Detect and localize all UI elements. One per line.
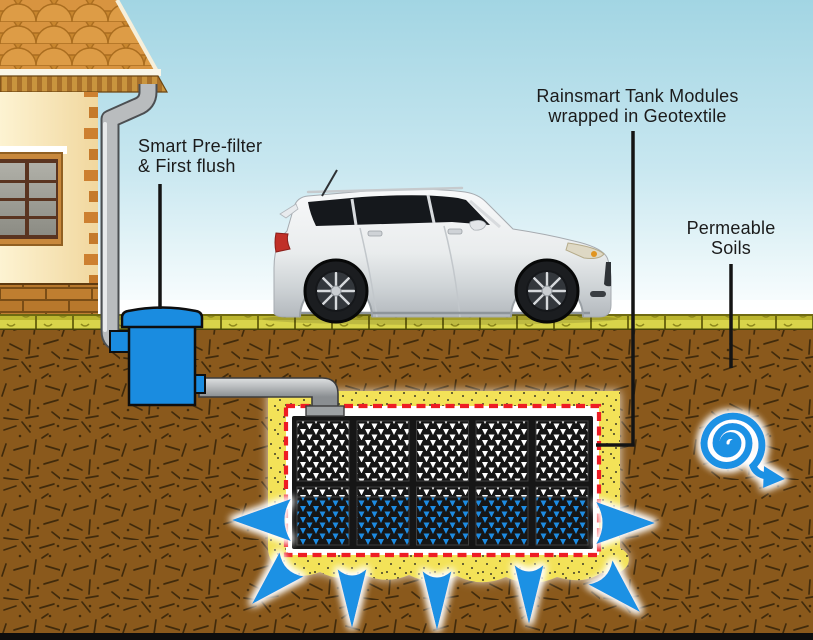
module-cell-water [475,486,529,546]
car-spoiler [279,203,299,219]
permeable-soils-label-line2: Soils [710,238,751,258]
prefilter-label-line1: Smart Pre-filter [138,136,263,156]
module-cell [475,420,529,482]
tank-modules [292,416,593,549]
car-door-handle [447,228,463,235]
foundation-shadow [0,283,98,285]
prefilter-tank [109,306,206,407]
roof [0,0,158,74]
bottom-border [0,633,813,640]
module-cell-water [535,486,589,546]
car-windows [308,195,490,226]
car-taillight [274,232,291,253]
pointer-lines [158,131,733,447]
modules-pointer-line [596,131,635,447]
module-row-top [296,420,589,482]
car-front-wheel [514,258,580,324]
car-antenna [321,169,338,197]
outlet-pipe [198,377,345,417]
module-row-bottom [296,486,589,546]
tank-lid [120,306,204,329]
car-roof-rails [306,186,464,194]
module-cell [356,420,410,482]
module-cell [416,420,469,482]
car-door-handle [367,230,383,237]
fascia [0,75,169,93]
window [0,152,63,246]
prefilter-label-line2: & First flush [138,156,236,176]
module-cell [296,420,350,482]
eave-trim [0,69,161,76]
car [262,169,618,325]
module-cell-water [356,486,410,546]
tank-body [127,323,197,407]
tank-modules-label-line1: Rainsmart Tank Modules [536,86,739,106]
module-cell-water [296,486,350,546]
roof-edge-trim [115,0,161,76]
tank-modules-label-line2: wrapped in Geotextile [548,106,727,126]
spiral-arrow-icon [700,412,785,488]
permeable-soils-label: Permeable Soils [672,218,790,258]
prefilter-label: Smart Pre-filter & First flush [138,136,262,176]
module-cell [535,420,589,482]
car-grille [604,262,611,287]
geotextile-dashed-border [283,403,602,558]
car-mirror [469,220,487,231]
module-cell-water [416,486,469,546]
permeable-soils-label-line1: Permeable [686,218,776,238]
car-rear-wheel [303,258,369,324]
window-lintel [0,146,67,154]
pipe-flange [305,405,345,417]
house [0,0,169,315]
tank-modules-label: Rainsmart Tank Modules wrapped in Geotex… [495,86,780,126]
corner-quoins [84,92,98,284]
foundation-bricks [0,283,98,315]
